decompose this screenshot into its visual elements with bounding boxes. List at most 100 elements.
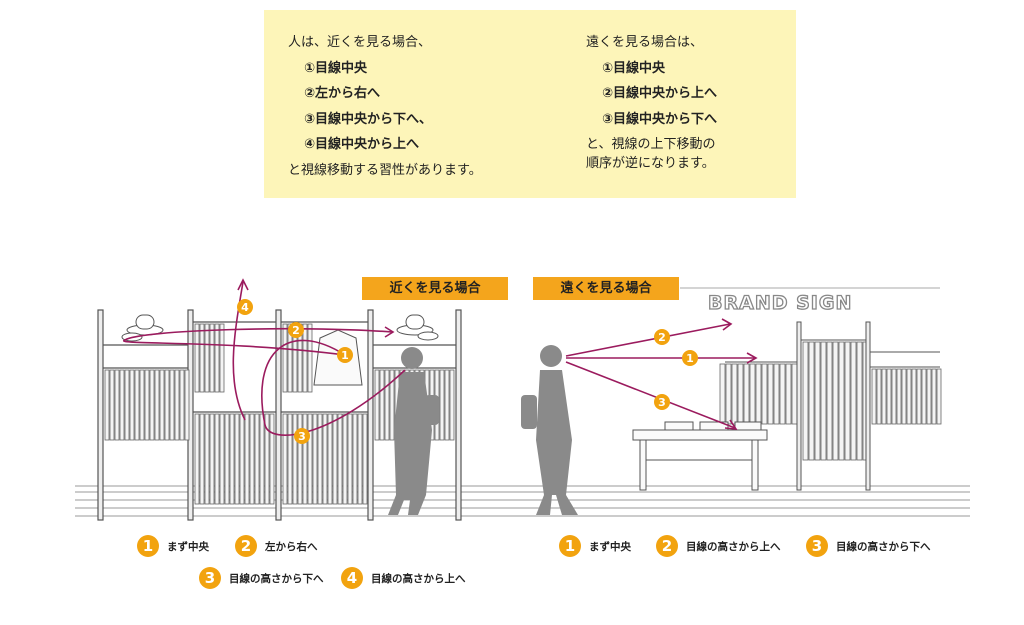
garment <box>199 323 205 393</box>
marker-far-2: 2 <box>654 329 670 345</box>
garment <box>322 413 328 505</box>
person-silhouettes <box>388 345 578 515</box>
garment <box>159 369 165 441</box>
garment <box>876 368 882 425</box>
svg-text:4: 4 <box>241 301 249 314</box>
garment <box>174 369 180 441</box>
garment <box>129 369 135 441</box>
garment <box>214 413 220 505</box>
garment <box>287 413 293 505</box>
garment <box>767 363 774 425</box>
near-step: ③目線中央から下へ、 <box>304 111 433 127</box>
garment <box>439 369 445 441</box>
garment <box>921 368 927 425</box>
far-outro: 順序が逆になります。 <box>586 156 715 171</box>
garment <box>219 413 225 505</box>
legend-far-1: 1 まず中央 <box>559 535 631 557</box>
garment <box>244 413 250 505</box>
marker-far-3: 3 <box>654 394 670 410</box>
garment <box>791 363 798 425</box>
step-markers: 1 2 3 4 1 2 3 <box>237 299 698 444</box>
far-step: ③目線中央から下へ <box>602 111 718 127</box>
brand-sign: BRAND SIGN <box>707 291 853 314</box>
garment <box>379 369 385 441</box>
number-badge: 2 <box>235 535 257 557</box>
garment <box>911 368 917 425</box>
far-gaze-path <box>565 318 758 430</box>
garment <box>312 413 318 505</box>
number-badge: 4 <box>341 567 363 589</box>
garment <box>332 413 338 505</box>
number-badge: 1 <box>137 535 159 557</box>
garment <box>249 413 255 505</box>
garment <box>124 369 130 441</box>
svg-text:1: 1 <box>341 349 349 362</box>
garment <box>881 368 887 425</box>
garment <box>154 369 160 441</box>
number-badge: 3 <box>199 567 221 589</box>
legend-text: 左から右へ <box>265 540 318 553</box>
legend-text: まず中央 <box>589 540 631 553</box>
garment <box>239 413 245 505</box>
far-table <box>632 421 768 491</box>
garment <box>362 413 368 505</box>
garment <box>347 413 353 505</box>
number-badge: 1 <box>559 535 581 557</box>
far-explanation: 遠くを見る場合は、 ①目線中央 ②目線中央から上へ ③目線中央から下へ と、視線… <box>586 30 717 173</box>
garment <box>814 341 821 461</box>
garment <box>337 413 343 505</box>
garment <box>144 369 150 441</box>
garment <box>773 363 780 425</box>
near-label: 近くを見る場合 <box>362 277 508 300</box>
garment <box>114 369 120 441</box>
number-badge: 2 <box>656 535 678 557</box>
garment <box>743 363 750 425</box>
garment <box>109 369 115 441</box>
near-step: ④目線中央から上へ <box>304 137 420 152</box>
garment <box>269 413 275 505</box>
garment <box>234 413 240 505</box>
svg-text:1: 1 <box>686 352 694 365</box>
garment <box>287 323 293 393</box>
garment <box>292 413 298 505</box>
garment <box>374 369 380 441</box>
marker-1: 1 <box>337 347 353 363</box>
far-racks <box>725 321 940 491</box>
garment <box>785 363 792 425</box>
garment <box>802 341 809 461</box>
garment <box>139 369 145 441</box>
garment <box>327 413 333 505</box>
garment <box>282 413 288 505</box>
garment <box>844 341 851 461</box>
far-outro: と、視線の上下移動の <box>586 137 716 152</box>
legend-far-2: 2 目線の高さから上へ <box>656 535 781 557</box>
garment <box>209 323 215 393</box>
garment <box>164 369 170 441</box>
garment <box>755 363 762 425</box>
garment <box>194 413 200 505</box>
garment <box>302 413 308 505</box>
garment <box>224 413 230 505</box>
garment <box>926 368 932 425</box>
garment <box>194 323 200 393</box>
garment <box>719 363 726 425</box>
garment <box>219 323 225 393</box>
marker-3: 3 <box>294 428 310 444</box>
legend-text: まず中央 <box>167 540 209 553</box>
marker-4: 4 <box>237 299 253 315</box>
garment <box>931 368 937 425</box>
garment <box>357 413 363 505</box>
garment <box>149 369 155 441</box>
legend-text: 目線の高さから上へ <box>686 540 781 553</box>
garment <box>264 413 270 505</box>
garment <box>297 413 303 505</box>
garment <box>342 413 348 505</box>
garment <box>204 323 210 393</box>
far-intro: 遠くを見る場合は、 <box>586 35 704 50</box>
garment <box>896 368 902 425</box>
garment <box>850 341 857 461</box>
garment <box>179 369 185 441</box>
far-label: 遠くを見る場合 <box>533 277 679 300</box>
